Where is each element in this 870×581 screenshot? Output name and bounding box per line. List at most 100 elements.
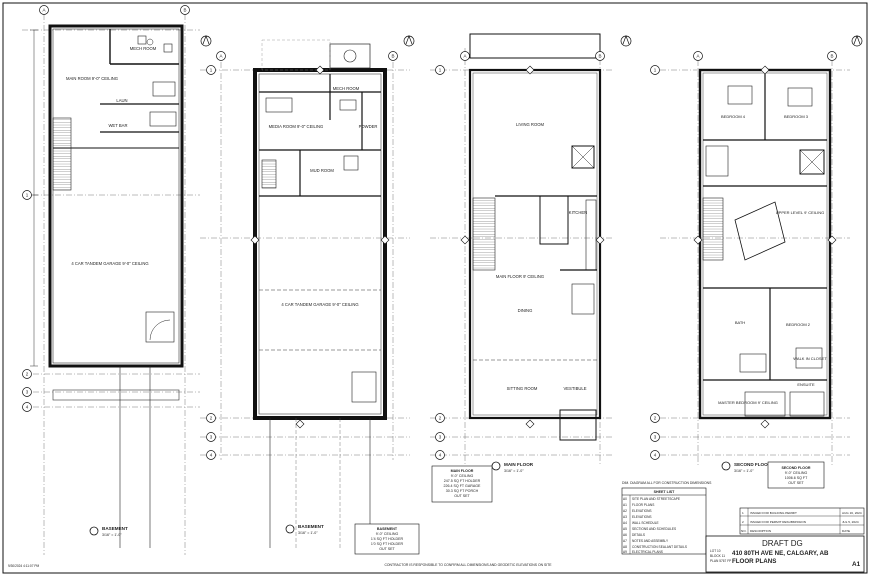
grid-label: 1	[654, 68, 657, 73]
lot-info: PLAN 5767 FP	[710, 559, 731, 563]
room-label: BEDROOM 2	[786, 322, 811, 327]
svg-text:ISSUED FOR PERMIT RESUBMISSION: ISSUED FOR PERMIT RESUBMISSION	[750, 520, 806, 524]
svg-text:FLOOR PLANS: FLOOR PLANS	[632, 503, 654, 507]
room-label: WALK IN CLOSET	[793, 356, 827, 361]
room-label: 4 CAR TANDEM GARAGE 9'-0" CEILING	[71, 261, 148, 266]
svg-text:ISSUED FOR BUILDING PERMIT: ISSUED FOR BUILDING PERMIT	[750, 511, 797, 515]
grid-label: 1	[439, 68, 442, 73]
svg-text:A4: A4	[623, 521, 627, 525]
svg-text:30.3 SQ FT PORCH: 30.3 SQ FT PORCH	[446, 489, 479, 493]
grid-label: 2	[439, 416, 442, 421]
project-address: 410 80TH AVE NE, CALGARY, AB	[732, 550, 829, 557]
panel-scale: 3/16" = 1'-0"	[504, 469, 524, 473]
room-label: UPPER LEVEL 9' CEILING	[776, 210, 824, 215]
svg-text:226.4 SQ FT GARAGE: 226.4 SQ FT GARAGE	[444, 484, 481, 488]
svg-text:OUT SET: OUT SET	[454, 494, 470, 498]
grid-label: B	[183, 8, 186, 13]
svg-text:JUL 5, 2024: JUL 5, 2024	[842, 520, 859, 524]
grid-label: A	[219, 54, 222, 59]
grid-label: B	[830, 54, 833, 59]
svg-text:ELEVATIONS: ELEVATIONS	[632, 509, 652, 513]
room-label: ENSUITE	[797, 382, 815, 387]
grid-label: 3	[26, 390, 29, 395]
area-note-second-floor: SECOND FLOOR 9'-0" CEILING 1006.6 SQ FT …	[767, 461, 825, 489]
room-label: MECH ROOM	[333, 86, 360, 91]
grid-label: A	[42, 8, 45, 13]
svg-text:DATE: DATE	[842, 529, 850, 533]
north-arrow-icon	[200, 35, 863, 47]
room-label: MAIN ROOM 9'-0" CEILING	[66, 76, 118, 81]
panel-scale: 3/16" = 1'-0"	[298, 531, 318, 535]
room-label: LAUN	[116, 98, 127, 103]
panel-title: BASEMENT	[298, 524, 324, 529]
sheet-title: FLOOR PLANS	[732, 558, 776, 565]
grid-label: B	[391, 54, 394, 59]
svg-text:A8: A8	[623, 545, 627, 549]
area-note-main-floor: MAIN FLOOR 9'-0" CEILING 247.5 SQ FT HOL…	[431, 465, 493, 503]
panel-title: BASEMENT	[102, 526, 128, 531]
svg-text:9'-0" CEILING: 9'-0" CEILING	[785, 471, 808, 475]
grid-label: 2	[210, 416, 213, 421]
room-label: KITCHEN	[569, 210, 587, 215]
svg-text:9'-0" CEILING: 9'-0" CEILING	[376, 532, 399, 536]
print-stamp: 9/30/2024 4:11:07 PM	[8, 564, 39, 568]
contractor-note: CONTRACTOR IS RESPONSIBLE TO CONFIRM ALL…	[384, 563, 552, 567]
room-label: MAIN FLOOR 9' CEILING	[496, 274, 544, 279]
svg-text:SITE PLAN AND STREETSCAPE: SITE PLAN AND STREETSCAPE	[632, 497, 680, 501]
svg-text:DETAILS: DETAILS	[632, 533, 645, 537]
grid-bubbles: A B 1 2 3 4 A B 1 2 3 4 A B 1 2 3 4 A B …	[22, 5, 837, 460]
svg-text:A1: A1	[623, 503, 627, 507]
svg-text:1006.6 SQ FT: 1006.6 SQ FT	[785, 476, 808, 480]
room-label: LIVING ROOM	[516, 122, 544, 127]
grid-label: 2	[26, 372, 29, 377]
svg-text:MAIN FLOOR: MAIN FLOOR	[451, 469, 474, 473]
svg-text:2: 2	[742, 520, 744, 524]
svg-text:SECOND FLOOR: SECOND FLOOR	[782, 466, 811, 470]
sheet-number: A1	[852, 561, 861, 568]
draft-label: DRAFT DG	[762, 539, 803, 548]
room-label: BATH	[735, 320, 745, 325]
svg-text:NO.: NO.	[741, 529, 747, 533]
grid-label: B	[598, 54, 601, 59]
grid-label: 4	[654, 453, 657, 458]
grid-label: 4	[210, 453, 213, 458]
room-label: WET BAR	[108, 123, 127, 128]
grid-label: 2	[654, 416, 657, 421]
room-label: POWDER	[359, 124, 378, 129]
panel-title: SECOND FLOOR	[734, 462, 772, 467]
svg-text:A5: A5	[623, 527, 627, 531]
svg-text:OUT SET: OUT SET	[788, 481, 804, 485]
grid-label: 4	[26, 405, 29, 410]
svg-text:A3: A3	[623, 515, 627, 519]
svg-text:BASEMENT: BASEMENT	[377, 527, 398, 531]
room-label: VESTIBULE	[563, 386, 586, 391]
svg-text:A7: A7	[623, 539, 627, 543]
room-label: BEDROOM 3	[784, 114, 809, 119]
dim-note: DIM. DIAGRAM ALL FOR CONSTRUCTION DIMENS…	[622, 481, 712, 485]
panel-scale: 3/16" = 1'-0"	[734, 469, 754, 473]
grid-label: 1	[210, 68, 213, 73]
svg-text:1'4 SQ FT HOLDER: 1'4 SQ FT HOLDER	[371, 537, 404, 541]
panel-second-floor: BEDROOM 4 BEDROOM 3 UPPER LEVEL 9' CEILI…	[660, 60, 850, 473]
svg-text:DESCRIPTION: DESCRIPTION	[750, 529, 771, 533]
room-label: MEDIA ROOM 9'-0" CEILING	[269, 124, 324, 129]
panel-scale: 3/16" = 1'-0"	[102, 533, 122, 537]
svg-text:247.5 SQ FT HOLDER: 247.5 SQ FT HOLDER	[444, 479, 481, 483]
room-label: 4 CAR TANDEM GARAGE 9'-0" CEILING	[281, 302, 358, 307]
grid-label: A	[463, 54, 466, 59]
svg-text:A0: A0	[623, 497, 627, 501]
svg-text:AUG 16, 2024: AUG 16, 2024	[842, 511, 862, 515]
svg-text:SECTIONS AND SCHEDULES: SECTIONS AND SCHEDULES	[632, 527, 676, 531]
svg-text:NOTES AND ASSEMBLY: NOTES AND ASSEMBLY	[632, 539, 669, 543]
area-note-basement: BASEMENT 9'-0" CEILING 1'4 SQ FT HOLDER …	[354, 523, 420, 555]
panel-main-floor: LIVING ROOM MAIN FLOOR 9' CEILING DINING…	[430, 33, 612, 473]
panel-main-a: MECH ROOM MEDIA ROOM 9'-0" CEILING POWDE…	[200, 39, 410, 548]
panel-title: MAIN FLOOR	[504, 462, 534, 467]
room-label: MUD ROOM	[310, 168, 334, 173]
room-label: MASTER BEDROOM 9' CEILING	[718, 400, 778, 405]
grid-label: A	[696, 54, 699, 59]
grid-label: 3	[439, 435, 442, 440]
